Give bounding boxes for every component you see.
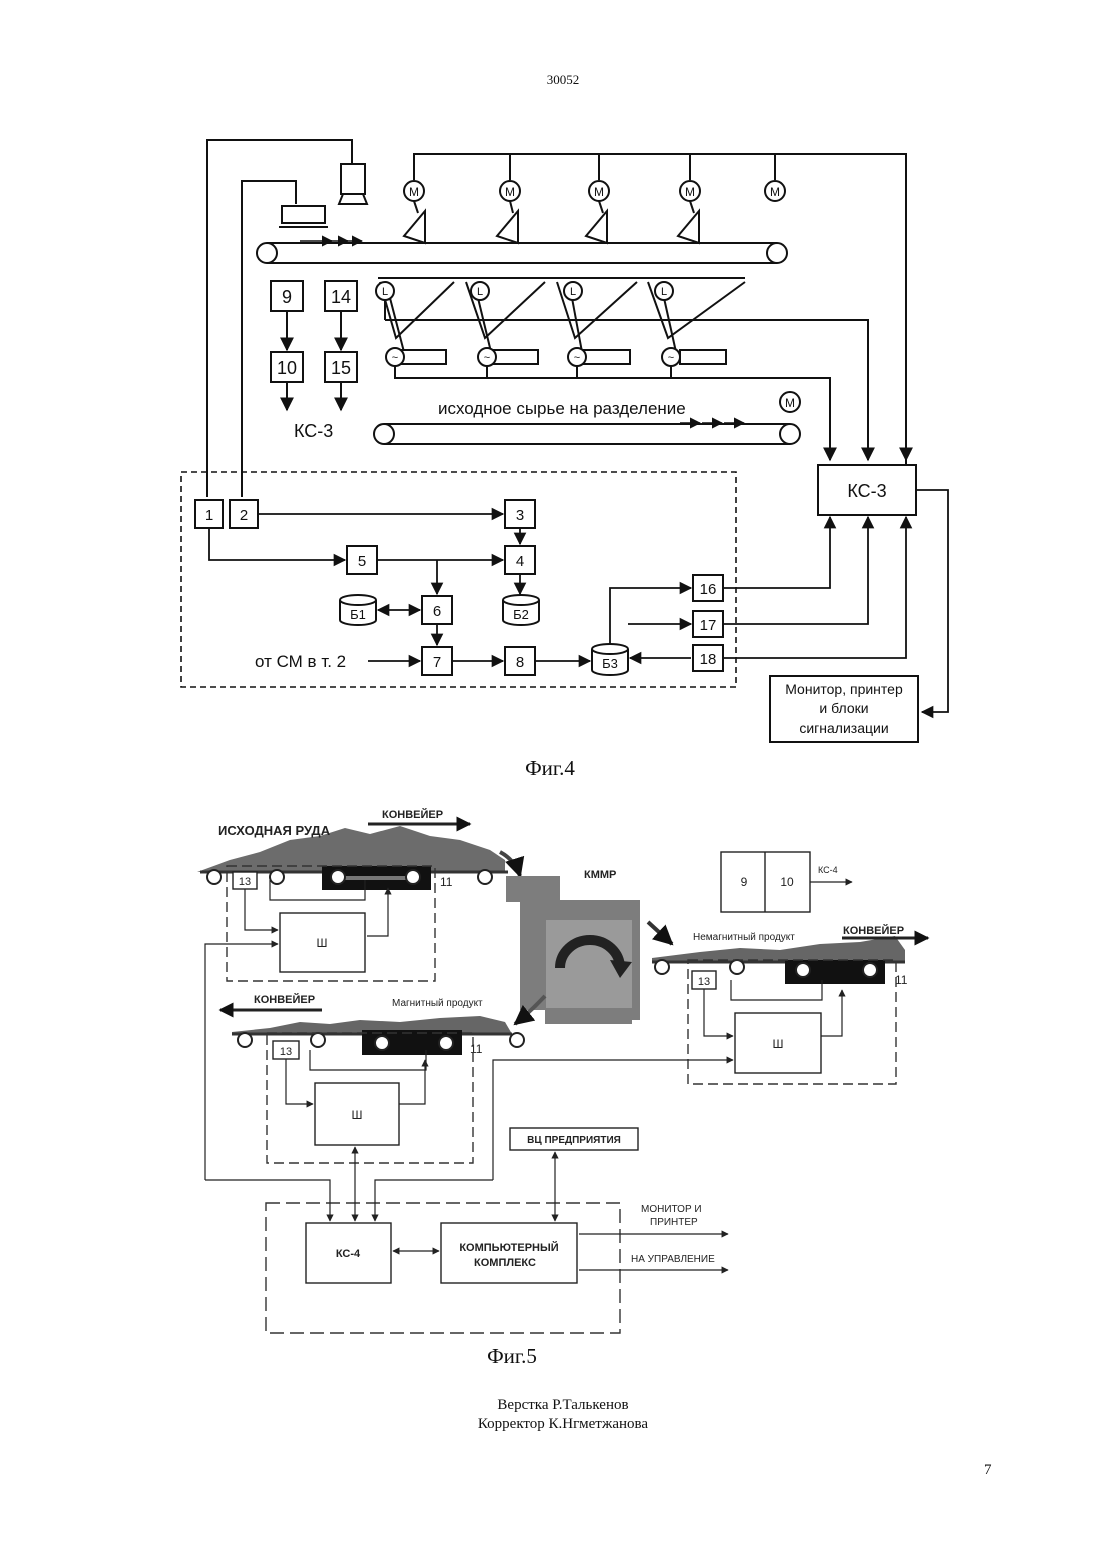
block-10: 10 — [780, 875, 794, 889]
control-label: НА УПРАВЛЕНИЕ — [631, 1254, 715, 1265]
cabinet-label: Ш — [773, 1037, 784, 1051]
ore-label: ИСХОДНАЯ РУДА — [218, 823, 331, 838]
ks4-arrow-label: КС-4 — [818, 865, 838, 875]
monitor-line-2: ПРИНТЕР — [650, 1217, 698, 1228]
conveyor-left-label: КОНВЕЙЕР — [254, 993, 315, 1006]
vc-label: ВЦ ПРЕДПРИЯТИЯ — [527, 1135, 621, 1146]
magnet-label: 11 — [440, 875, 453, 889]
cabinet-label: Ш — [317, 936, 328, 950]
ks4-box-label: КС-4 — [336, 1248, 361, 1260]
computer-line-1: КОМПЬЮТЕРНЫЙ — [459, 1241, 558, 1254]
separator-label: КММР — [584, 869, 616, 881]
sensor-13: 13 — [239, 876, 251, 888]
corrector-credit: Корректор К.Нгметжанова — [0, 1415, 1100, 1434]
credits: Верстка Р.Талькенов Корректор К.Нгметжан… — [0, 1396, 1100, 1434]
figure-5-caption: Фиг.5 — [0, 1344, 1062, 1369]
computer-line-2: КОМПЛЕКС — [474, 1257, 536, 1269]
sensor-13: 13 — [280, 1046, 292, 1058]
magnetic-label: Магнитный продукт — [392, 998, 483, 1009]
magnet-label: 11 — [470, 1042, 483, 1056]
magnet-label: 11 — [895, 973, 908, 987]
conveyor-top-label: КОНВЕЙЕР — [382, 808, 443, 821]
page-number: 7 — [984, 1462, 992, 1479]
conveyor-right-label: КОНВЕЙЕР — [843, 924, 904, 937]
sensor-13: 13 — [698, 976, 710, 988]
figure-5-diagram: ИСХОДНАЯ РУДА КОНВЕЙЕР 11 13 Ш КММР 9 10 — [0, 0, 1100, 1380]
block-9: 9 — [741, 875, 748, 889]
nonmagnetic-label: Немагнитный продукт — [693, 932, 795, 943]
monitor-line-1: МОНИТОР И — [641, 1204, 702, 1215]
cabinet-label: Ш — [352, 1108, 363, 1122]
layout-credit: Верстка Р.Талькенов — [0, 1396, 1100, 1415]
